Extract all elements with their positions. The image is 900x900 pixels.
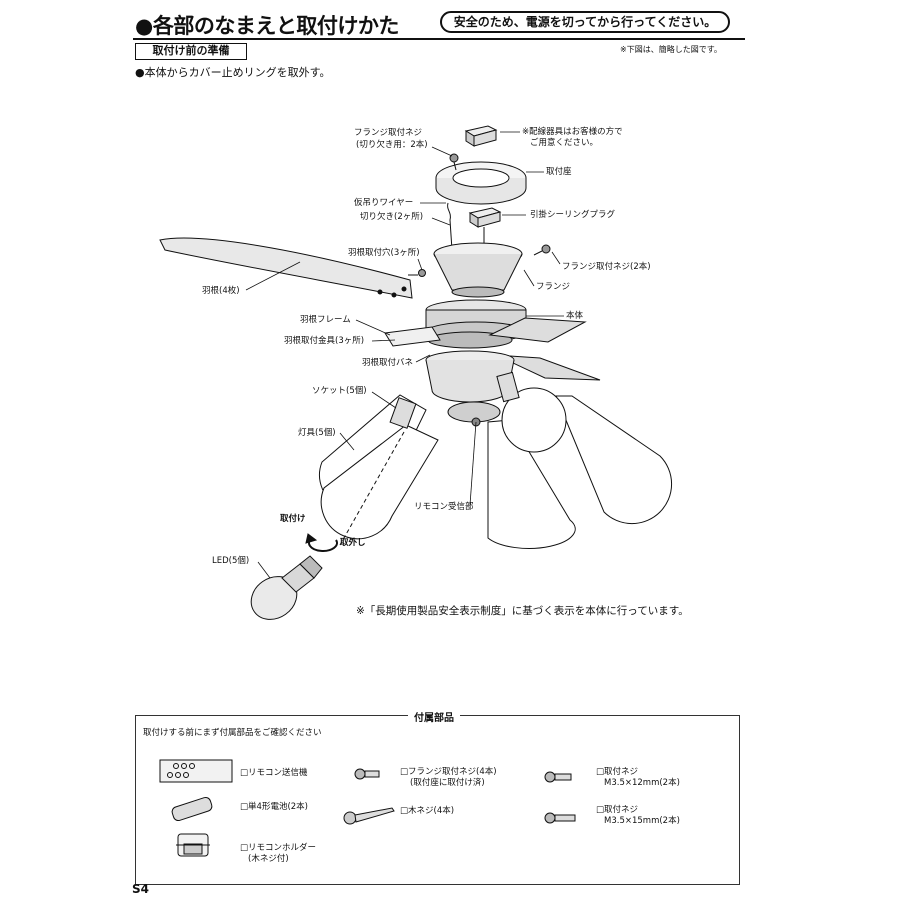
wiring-device-icon: [464, 125, 498, 147]
label-flange-screw-notch-qty: (切り欠き用：2本): [356, 140, 428, 150]
label-blade-bracket: 羽根取付金具(3ヶ所): [284, 336, 365, 346]
safety-label-note: ※「長期使用製品安全表示制度」に基づく表示を本体に行っています。: [356, 605, 689, 617]
label-detach: 取外し: [340, 538, 366, 548]
instruction-text: ●本体からカバー止めリングを取外す。: [135, 66, 331, 79]
mount-base-icon: [435, 161, 527, 205]
socket-icon: [496, 371, 520, 403]
acc-wood-screws: □木ネジ(4本): [400, 806, 455, 816]
label-wiring-note-2: ご用意ください。: [530, 138, 599, 148]
acc-screw-12: □取付ネジ: [596, 767, 639, 777]
page-title: ●各部のなまえと取付けかた: [135, 14, 399, 38]
accessories-intro: 取付けする前にまず付属部品をご確認ください: [143, 728, 322, 738]
ceiling-plug-icon: [468, 207, 502, 244]
mounting-screw-12-icon: [544, 771, 572, 783]
flange-icon: [433, 242, 523, 298]
safety-notice-badge: 安全のため、電源を切ってから行ってください。: [440, 11, 730, 33]
acc-remote: □リモコン送信機: [240, 768, 308, 778]
label-blade-hole: 羽根取付穴(3ヶ所): [348, 248, 420, 258]
led-bulb-icon: [250, 555, 323, 620]
blade-icon: [495, 354, 601, 381]
label-flange-screw: フランジ取付ネジ(2本): [562, 262, 651, 272]
acc-screw-12-size: M3.5×12mm(2本): [604, 778, 680, 788]
acc-flange-screws-note: (取付座に取付け済): [410, 778, 485, 788]
acc-screw-15-size: M3.5×15mm(2本): [604, 816, 680, 826]
acc-flange-screws: □フランジ取付ネジ(4本): [400, 767, 497, 777]
blade-icon: [159, 237, 413, 299]
page-number: S4: [132, 882, 149, 896]
lamp-globe-icon: [501, 387, 567, 453]
acc-screw-15: □取付ネジ: [596, 805, 639, 815]
title-divider: [133, 38, 745, 40]
section-label: 取付け前の準備: [135, 43, 247, 60]
blade-icon: [488, 317, 587, 343]
accessories-title: 付属部品: [408, 709, 460, 724]
acc-holder: □リモコンホルダー: [240, 843, 317, 853]
label-remote-receiver: リモコン受信部: [414, 502, 474, 512]
blade-frame-icon: [384, 326, 441, 347]
mounting-screw-15-icon: [544, 812, 576, 824]
label-wiring-note: ※配線器具はお客様の方で: [522, 127, 623, 137]
label-flange: フランジ: [536, 282, 571, 292]
lamp-shade-icon: [487, 419, 576, 549]
remote-holder-icon: [176, 833, 210, 857]
label-mount-base: 取付座: [546, 167, 572, 177]
lamp-shade-icon: [555, 395, 673, 525]
label-led: LED(5個): [212, 556, 250, 566]
screw-icon: [533, 244, 551, 256]
label-attach: 取付け: [280, 514, 306, 524]
label-ceiling-plug: 引掛シーリングプラグ: [530, 210, 616, 220]
label-notch: 切り欠き(2ヶ所): [360, 212, 424, 222]
light-kit-icon: [425, 350, 515, 427]
label-lamp: 灯具(5個): [298, 428, 336, 438]
label-blades: 羽根(4枚): [202, 286, 240, 296]
wire-icon: [447, 202, 453, 251]
label-flange-screw-notch: フランジ取付ネジ: [354, 128, 423, 138]
label-body: 本体: [566, 311, 584, 321]
acc-battery: □単4形電池(2本): [240, 802, 308, 812]
remote-control-icon: [159, 759, 233, 783]
label-socket: ソケット(5個): [312, 386, 367, 396]
socket-icon: [389, 397, 417, 429]
battery-icon: [171, 796, 213, 822]
lamp-shade-icon: [320, 424, 439, 540]
label-blade-spring: 羽根取付バネ: [362, 358, 414, 368]
flange-screw-icon: [354, 768, 380, 780]
label-temp-wire: 仮吊りワイヤー: [354, 198, 414, 208]
label-blade-frame: 羽根フレーム: [300, 315, 351, 325]
wood-screw-icon: [343, 807, 395, 825]
diagram-note: ※下図は、簡略した図です。: [620, 45, 722, 54]
acc-holder-note: (木ネジ付): [248, 854, 289, 864]
